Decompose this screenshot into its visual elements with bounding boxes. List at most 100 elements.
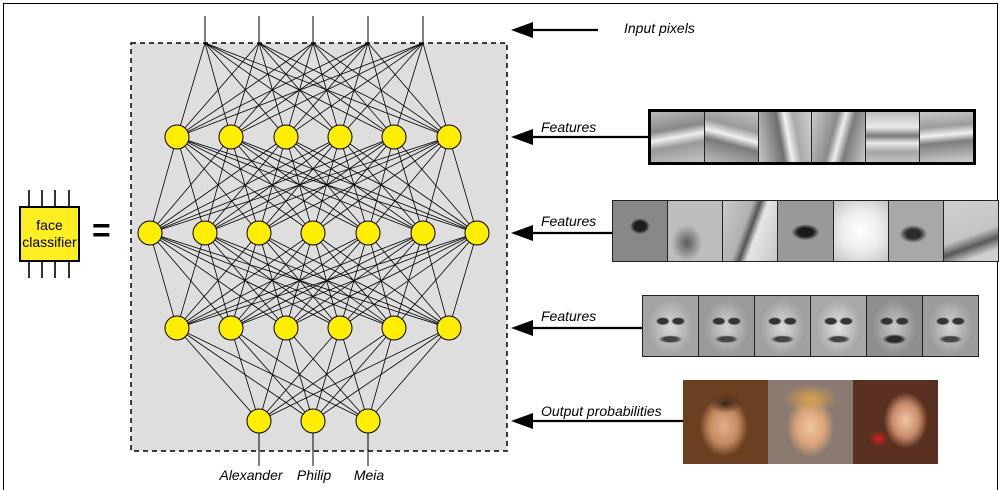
output-label-alexander: Alexander bbox=[219, 467, 283, 483]
connection bbox=[448, 136, 478, 234]
connection bbox=[393, 232, 478, 329]
neuron-node bbox=[355, 408, 381, 434]
edge-feature-tile bbox=[758, 112, 813, 162]
features-label-3: Features bbox=[541, 308, 597, 324]
face-feature-tile bbox=[923, 296, 978, 356]
connection bbox=[312, 42, 395, 138]
connection bbox=[422, 42, 450, 138]
part-feature-tile bbox=[888, 201, 944, 261]
connection bbox=[339, 232, 478, 329]
output-arrow-head bbox=[511, 413, 533, 429]
part-feature-tile bbox=[778, 201, 834, 261]
connection bbox=[176, 42, 424, 138]
connection bbox=[285, 42, 424, 138]
neuron-node bbox=[218, 315, 244, 341]
features-arrow-3-head bbox=[511, 320, 533, 336]
connection bbox=[258, 327, 341, 422]
connection bbox=[176, 327, 260, 422]
neuron-node bbox=[192, 220, 218, 246]
connection bbox=[149, 136, 287, 234]
connection bbox=[149, 136, 341, 234]
part-feature-tile bbox=[613, 201, 669, 261]
output-photo-meia bbox=[853, 380, 938, 464]
neuron-node bbox=[137, 220, 163, 246]
connection bbox=[312, 136, 450, 234]
part-features-strip bbox=[612, 200, 999, 262]
output-label-meia: Meia bbox=[353, 467, 385, 483]
edge-feature-tile bbox=[812, 112, 867, 162]
connection bbox=[149, 136, 450, 234]
neuron-node bbox=[246, 220, 272, 246]
neuron-node bbox=[436, 124, 462, 150]
connection bbox=[149, 136, 232, 234]
output-photo-alexander bbox=[683, 380, 768, 464]
connection bbox=[149, 136, 178, 234]
features-arrow-1-head bbox=[511, 129, 533, 145]
connection bbox=[230, 232, 478, 329]
neuron-node bbox=[164, 315, 190, 341]
connection bbox=[176, 232, 260, 329]
part-feature-tile bbox=[723, 201, 779, 261]
output-photo-philip bbox=[768, 380, 853, 464]
chip-label-line2: classifier bbox=[22, 234, 77, 250]
equals-sign: = bbox=[92, 212, 111, 248]
neuron-node bbox=[164, 124, 190, 150]
part-feature-tile bbox=[668, 201, 724, 261]
face-feature-tile bbox=[811, 296, 867, 356]
neuron-node bbox=[410, 220, 436, 246]
face-feature-tile bbox=[643, 296, 699, 356]
neuron-node bbox=[273, 315, 299, 341]
face-features-strip bbox=[642, 295, 979, 357]
connection bbox=[339, 42, 424, 138]
neuron-node bbox=[464, 220, 490, 246]
edge-feature-tile bbox=[866, 112, 921, 162]
network-nodes bbox=[137, 124, 490, 434]
face-classifier-chip: face classifier bbox=[19, 206, 80, 262]
connection bbox=[258, 327, 287, 422]
neuron-node bbox=[436, 315, 462, 341]
neuron-node bbox=[327, 315, 353, 341]
output-probabilities-label: Output probabilities bbox=[541, 403, 662, 419]
edge-feature-tile bbox=[704, 112, 759, 162]
connection bbox=[230, 327, 260, 422]
connection bbox=[149, 232, 178, 329]
connection bbox=[258, 327, 395, 422]
connection bbox=[176, 232, 206, 329]
output-label-philip: Philip bbox=[296, 467, 332, 483]
connection bbox=[230, 327, 314, 422]
connection bbox=[367, 136, 450, 234]
connection bbox=[176, 42, 369, 138]
features-arrow-2-head bbox=[511, 225, 533, 241]
output-photos-strip bbox=[683, 380, 938, 464]
input-pixels-label: Input pixels bbox=[624, 20, 695, 36]
neuron-node bbox=[327, 124, 353, 150]
face-feature-tile bbox=[699, 296, 755, 356]
connection bbox=[258, 136, 450, 234]
connection bbox=[149, 136, 395, 234]
connection bbox=[393, 42, 424, 138]
connection bbox=[312, 327, 450, 422]
neuron-node bbox=[246, 408, 272, 434]
connection bbox=[176, 42, 260, 138]
neuron-node bbox=[355, 220, 381, 246]
face-feature-tile bbox=[755, 296, 811, 356]
connection bbox=[204, 136, 450, 234]
network-panel bbox=[130, 42, 508, 452]
connection bbox=[422, 136, 450, 234]
chip-label-line1: face bbox=[36, 217, 63, 233]
features-label-2: Features bbox=[541, 213, 597, 229]
neuron-node bbox=[381, 124, 407, 150]
neuron-node bbox=[300, 220, 326, 246]
input-arrow-head bbox=[511, 22, 533, 38]
part-feature-tile bbox=[833, 201, 889, 261]
connection bbox=[367, 327, 450, 422]
connection bbox=[176, 232, 478, 329]
network-connections bbox=[149, 16, 478, 466]
connection bbox=[176, 42, 206, 138]
connection bbox=[176, 232, 369, 329]
neuron-node bbox=[273, 124, 299, 150]
edge-feature-tile bbox=[651, 112, 705, 162]
neuron-node bbox=[300, 408, 326, 434]
